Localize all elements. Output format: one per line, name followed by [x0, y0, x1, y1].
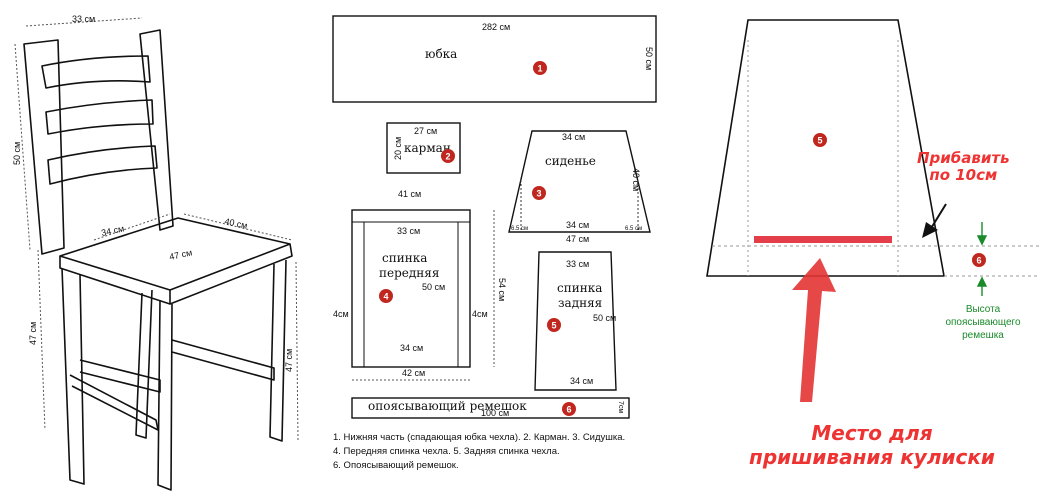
seat-label: сиденье [545, 154, 596, 168]
skirt-piece [332, 15, 657, 103]
casing-note: Место для пришивания кулиски [712, 421, 1032, 469]
skirt-width: 282 см [482, 22, 510, 32]
rear-back-top: 33 см [566, 259, 589, 269]
chair-leg-left: 47 см [28, 322, 38, 345]
belt-height-note-line-2: опоясывающего [945, 317, 1021, 328]
belt-height-note-line-1: Высота [965, 304, 1001, 315]
belt-height-note: Высота опоясывающего ремешка [935, 303, 1031, 342]
front-back-top: 41 см [398, 189, 421, 199]
front-back-inner-top: 33 см [397, 226, 420, 236]
seat-margin-right: 6.5 см [625, 226, 642, 232]
front-back-side-right: 4см [472, 309, 488, 319]
skirt-label: юбка [425, 47, 457, 61]
belt-label: опоясывающий ремешок [368, 399, 527, 413]
casing-note-line-2: пришивания кулиски [749, 445, 995, 469]
casing-bar [754, 236, 892, 243]
skirt-height: 50 см [644, 47, 654, 70]
belt-height-note-line-3: ремешка [962, 330, 1004, 341]
front-back-side-left: 4см [333, 309, 349, 319]
marker-6-number: 6 [567, 405, 572, 415]
rear-back-piece [534, 251, 617, 391]
detail-marker-5 [813, 133, 827, 147]
legend: 1. Нижняя часть (спадающая юбка чехла). … [333, 431, 625, 473]
seat-side: 40 см [631, 168, 641, 191]
front-back-height: 50 см [422, 282, 445, 292]
seat-bottom: 47 см [566, 234, 589, 244]
chair-back-height: 50 см [12, 142, 22, 165]
casing-arrow [792, 258, 836, 402]
rear-back-label-2: задняя [558, 296, 602, 310]
marker-3-number: 3 [537, 189, 542, 199]
rear-back-height: 50 см [593, 313, 616, 323]
marker-1-number: 1 [538, 64, 543, 74]
front-back-label-1: спинка [382, 251, 427, 265]
belt-length: 100 см [481, 408, 509, 418]
front-back-piece [351, 209, 471, 368]
chair-seat-width: 47 см [168, 247, 193, 262]
seat-piece [508, 130, 651, 233]
marker-4-number: 4 [384, 292, 389, 302]
front-back-inner-bottom: 34 см [400, 343, 423, 353]
detail-marker-6 [972, 253, 986, 267]
legend-line-2: 4. Передняя спинка чехла. 5. Задняя спин… [333, 446, 560, 457]
marker-5 [547, 318, 561, 332]
marker-3 [532, 186, 546, 200]
belt-height: 7см [617, 401, 624, 413]
pocket-piece [386, 122, 461, 174]
seat-bottom-inner: 34 см [566, 220, 589, 230]
detail-marker-6-number: 6 [977, 256, 982, 266]
add-arrow [922, 203, 947, 238]
marker-5-number: 5 [552, 321, 557, 331]
chair-leg-right: 47 см [284, 349, 294, 372]
rear-back-bottom: 34 см [570, 376, 593, 386]
front-back-overall-height: 54 см [497, 278, 507, 301]
legend-line-3: 6. Опоясывающий ремешок. [333, 460, 459, 471]
marker-6 [562, 402, 576, 416]
marker-2-number: 2 [446, 152, 451, 162]
add-note-line-2: по 10см [929, 166, 998, 184]
add-note-line-1: Прибавить [917, 149, 1010, 167]
chair-drawing [23, 29, 293, 491]
marker-2 [441, 149, 455, 163]
seat-margin-left: 6.5 см [511, 226, 528, 232]
front-back-bottom: 42 см [402, 368, 425, 378]
add-note: Прибавить по 10см [917, 150, 1010, 184]
pocket-width: 27 см [414, 126, 437, 136]
belt-piece [351, 397, 630, 419]
pocket-height: 20 см [393, 137, 403, 160]
detail-marker-5-number: 5 [818, 136, 823, 146]
legend-line-1: 1. Нижняя часть (спадающая юбка чехла). … [333, 432, 626, 443]
marker-4 [379, 289, 393, 303]
front-back-label-2: передняя [379, 266, 439, 280]
chair-seat-side: 40 см [224, 216, 249, 231]
marker-1 [533, 61, 547, 75]
casing-note-line-1: Место для [811, 421, 933, 445]
pocket-label: карман [404, 141, 451, 155]
rear-back-label-1: спинка [557, 281, 602, 295]
chair-top-width: 33 см [72, 14, 95, 24]
seat-top: 34 см [562, 132, 585, 142]
chair-seat-front: 34 см [100, 223, 125, 238]
